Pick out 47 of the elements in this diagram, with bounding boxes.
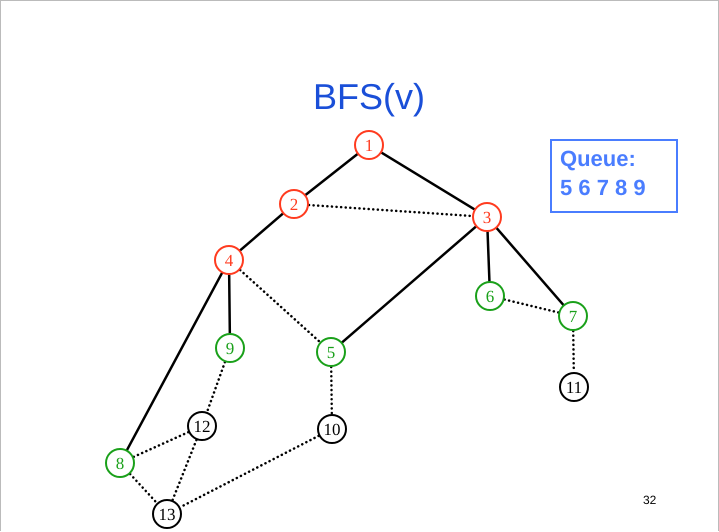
dotted-edge: [171, 438, 198, 502]
vertex-number: 8: [116, 454, 124, 472]
vertex-number: 10: [324, 420, 340, 438]
tree-edge: [304, 153, 358, 196]
dotted-edge: [238, 268, 322, 344]
vertex-number: 7: [568, 308, 578, 324]
tree-edge: [486, 230, 491, 282]
vertex-number: 9: [226, 340, 234, 356]
queue-contents: 5 6 7 8 9: [560, 174, 647, 202]
tree-edge: [239, 212, 284, 252]
graph-vertex: [152, 499, 182, 529]
graph-vertex: [317, 414, 347, 444]
dotted-edge: [503, 298, 560, 314]
slide-title: BFS(v): [312, 75, 426, 118]
tree-edge: [380, 152, 476, 210]
queue-heading: Queue:: [560, 145, 637, 173]
graph-vertex: [279, 189, 309, 219]
graph-vertex: [105, 448, 135, 478]
tree-edge: [341, 226, 477, 344]
graph-vertex: [316, 337, 346, 367]
graph-vertex: [472, 202, 502, 232]
vertex-number: 5: [326, 344, 336, 360]
vertex-number: 1: [364, 136, 374, 154]
dotted-edge: [206, 360, 226, 414]
graph-vertex: [187, 411, 217, 441]
tree-edge: [228, 274, 232, 334]
vertex-number: 2: [290, 196, 298, 212]
vertex-number: 6: [486, 288, 494, 304]
page-number: 32: [643, 493, 656, 507]
queue-box: [550, 139, 678, 213]
tree-edge: [126, 272, 224, 452]
vertex-number: 12: [194, 418, 210, 434]
graph-vertex: [354, 130, 384, 160]
dotted-edge: [128, 472, 158, 504]
graph-vertex: [559, 372, 589, 402]
vertex-number: 13: [158, 506, 176, 522]
tree-edge: [496, 227, 564, 306]
vertex-number: 4: [224, 252, 234, 268]
dotted-edge: [330, 366, 334, 416]
dotted-edge: [132, 430, 190, 458]
graph-vertex: [215, 333, 245, 363]
graph-vertex: [558, 301, 588, 331]
vertex-number: 3: [482, 208, 492, 226]
dotted-edge: [308, 204, 474, 218]
graph-vertex: [475, 281, 505, 311]
graph-vertex: [214, 245, 244, 275]
vertex-number: 11: [566, 378, 582, 396]
